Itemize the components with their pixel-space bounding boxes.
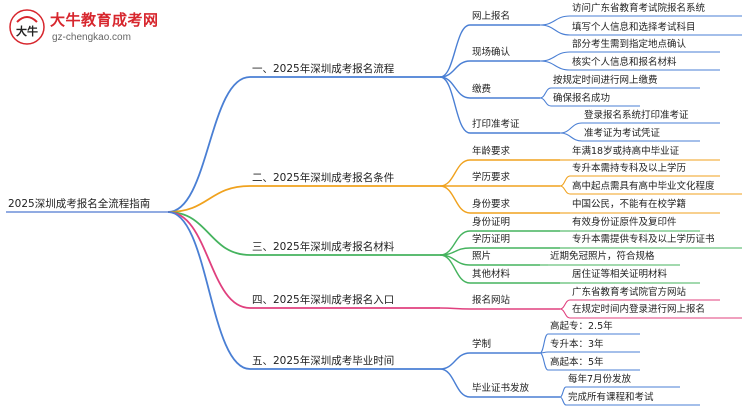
b2-s2-leaf-1: 专升本需持专科及以上学历: [572, 163, 687, 174]
l2-connector-5: [439, 159, 471, 187]
b4-s1-leaf-1: 广东省教育考试院官方网站: [572, 287, 687, 298]
b1-sub-4: 打印准考证: [472, 119, 520, 130]
b1-sub-1: 网上报名: [472, 11, 511, 22]
l3-connector-6: [539, 97, 552, 107]
l3-connector-7: [559, 122, 583, 134]
b5-s2-leaf-1: 每年7月份发放: [568, 374, 632, 385]
l2-connector-1: [439, 24, 471, 78]
b5-s1-leaf-2: 专升本：3年: [550, 339, 604, 350]
b1-s2-leaf-2: 核实个人信息和报名材料: [572, 57, 677, 68]
b3-sub-4: 其他材料: [472, 269, 511, 280]
b1-s2-leaf-1: 部分考生需到指定地点确认: [572, 39, 687, 50]
root-topic: 2025深圳成考报名全流程指南: [8, 198, 151, 210]
b4-sub-1: 报名网站: [472, 295, 511, 306]
l2-connector-13: [439, 352, 471, 370]
b1-sub-3: 缴费: [472, 84, 492, 95]
branch-5-label: 五、2025年深圳成考毕业时间: [252, 355, 395, 367]
l3-connector-11: [559, 185, 571, 195]
b1-s4-leaf-2: 准考证为考试凭证: [584, 128, 661, 139]
b3-s3-leaf-1: 近期免冠照片，符合规格: [550, 251, 655, 262]
b3-sub-3: 照片: [472, 251, 492, 262]
l3-connector-23: [559, 396, 567, 406]
l3-connector-18: [559, 308, 571, 319]
root-to-branch-2: [167, 185, 251, 213]
b1-s1-leaf-1: 访问广东省教育考试院报名系统: [572, 3, 706, 14]
b1-s3-leaf-1: 按规定时间进行网上缴费: [553, 75, 658, 86]
b5-s1-leaf-1: 高起专：2.5年: [550, 321, 613, 332]
root-to-branch-4: [167, 211, 251, 309]
b2-s3-leaf-1: 中国公民，不能有在校学籍: [572, 199, 687, 210]
b5-s1-leaf-3: 高起本：5年: [550, 357, 604, 368]
l2-connector-4: [439, 76, 471, 134]
l3-connector-5: [539, 87, 552, 99]
b1-s4-leaf-1: 登录报名系统打印准考证: [584, 110, 689, 121]
l2-connector-2: [439, 60, 471, 78]
branch-4-label: 四、2025年深圳成考报名入口: [252, 294, 395, 306]
logo-mark-icon: 大牛: [9, 9, 45, 45]
b5-sub-2: 毕业证书发放: [472, 383, 530, 394]
branch-1-label: 一、2025年深圳成考报名流程: [252, 63, 395, 75]
logo-url: gz-chengkao.com: [52, 32, 131, 43]
branch-3-label: 三、2025年深圳成考报名材料: [252, 241, 395, 253]
b2-s2-leaf-2: 高中起点需具有高中毕业文化程度: [572, 181, 715, 192]
root-to-branch-5: [167, 211, 251, 370]
l2-connector-11: [439, 254, 471, 284]
l2-connector-7: [439, 185, 471, 214]
b5-s2-leaf-2: 完成所有课程和考试: [568, 392, 654, 403]
b3-s4-leaf-1: 居住证等相关证明材料: [572, 269, 668, 280]
b2-sub-1: 年龄要求: [472, 146, 511, 157]
l3-connector-21: [539, 352, 549, 371]
l3-connector-22: [559, 386, 567, 398]
site-logo: 大牛 大牛教育成考网 gz-chengkao.com: [6, 6, 176, 52]
b3-sub-2: 学历证明: [472, 234, 511, 245]
b3-s2-leaf-1: 专升本需提供专科及以上学历证书: [572, 234, 715, 245]
logo-mark-text: 大牛: [16, 24, 38, 38]
b1-sub-2: 现场确认: [472, 47, 511, 58]
branch-2-label: 二、2025年深圳成考报名条件: [252, 172, 395, 184]
l3-connector-3: [539, 51, 571, 62]
l3-connector-19: [539, 333, 549, 354]
b1-s3-leaf-2: 确保报名成功: [553, 93, 611, 104]
b5-sub-1: 学制: [472, 339, 492, 350]
b2-sub-2: 学历要求: [472, 172, 511, 183]
l3-connector-4: [539, 60, 571, 71]
l3-connector-8: [559, 132, 583, 142]
l3-connector-2: [539, 24, 571, 36]
l2-connector-3: [439, 76, 471, 99]
b3-sub-1: 身份证明: [472, 217, 511, 228]
b4-s1-leaf-2: 在规定时间内登录进行网上报名: [572, 304, 706, 315]
b1-s1-leaf-2: 填写个人信息和选择考试科目: [572, 22, 696, 33]
l2-connector-12: [439, 307, 471, 310]
b3-s1-leaf-1: 有效身份证原件及复印件: [572, 217, 677, 228]
l3-connector-17: [559, 299, 571, 310]
root-to-branch-1: [167, 76, 251, 213]
logo-title: 大牛教育成考网: [50, 11, 159, 29]
b2-s1-leaf-1: 年满18岁或持高中毕业证: [572, 146, 680, 157]
l3-connector-10: [559, 175, 571, 187]
b2-sub-3: 身份要求: [472, 199, 511, 210]
l3-connector-1: [539, 15, 571, 26]
l2-connector-14: [439, 368, 471, 398]
root-to-branch-3: [167, 211, 251, 256]
